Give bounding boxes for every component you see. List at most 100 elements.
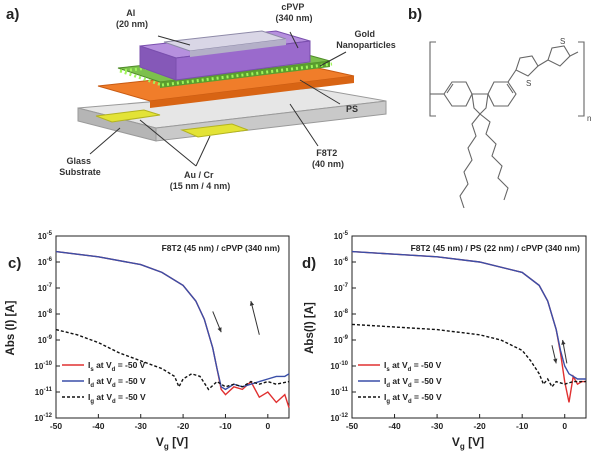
sulfur-1: S	[526, 79, 531, 88]
series-line	[55, 250, 290, 391]
series-group	[55, 250, 290, 408]
leader-cpvp	[289, 31, 299, 49]
legend-entry: Id at Vd = -50 V	[88, 376, 146, 389]
label-gold-nanoparticles: Gold Nanoparticles	[336, 29, 396, 50]
series-line	[55, 328, 290, 391]
f8t2-structure: b) n S S	[408, 6, 591, 209]
legend-entry: Is at Vd = -50 V	[88, 360, 146, 373]
x-tick-label: -20	[177, 421, 190, 431]
leader-f8t2	[289, 103, 319, 147]
sweep-arrowhead	[553, 358, 558, 364]
panel-label-c: c)	[8, 255, 21, 272]
label-cpvp: cPVP (340 nm)	[275, 2, 312, 23]
label-al: Al (20 nm)	[116, 8, 148, 29]
y-tick-label: 10-5	[334, 231, 349, 241]
y-tick-label: 10-7	[38, 283, 53, 293]
label-f8t2: F8T2 (40 nm)	[312, 148, 344, 169]
x-tick-label: -50	[346, 421, 359, 431]
sweep-arrowhead	[561, 340, 566, 345]
y-tick-label: 10-11	[35, 387, 53, 397]
y-tick-label: 10-6	[334, 257, 349, 267]
plot-frame	[351, 235, 587, 419]
x-tick-label: -40	[388, 421, 401, 431]
y-tick-label: 10-8	[334, 309, 349, 319]
sweep-arrow	[250, 300, 260, 335]
fluorene-ring-right	[487, 81, 517, 107]
octyl-chain-1	[459, 113, 481, 209]
legend-entry: Is at Vd = -50 V	[384, 360, 442, 373]
legend-entry: Ig at Vd = -50 V	[88, 392, 146, 405]
label-glass-substrate: Glass Substrate	[59, 156, 101, 177]
leader-aucr-left	[139, 119, 197, 167]
x-axis-label: Vg [V]	[156, 435, 188, 451]
label-ps: PS	[346, 104, 358, 114]
y-tick-label: 10-9	[38, 335, 53, 345]
leader-al	[157, 35, 191, 46]
f8t2-layer-front	[150, 76, 354, 108]
repeat-unit-n: n	[587, 114, 591, 123]
leader-glass	[89, 127, 121, 155]
bracket-left	[429, 41, 436, 117]
thiophene-1	[515, 55, 539, 77]
y-tick-label: 10-6	[38, 257, 53, 267]
x-tick-label: -30	[431, 421, 444, 431]
y-tick-label: 10-8	[38, 309, 53, 319]
x-tick-label: -50	[50, 421, 63, 431]
x-axis-label: Vg [V]	[452, 435, 484, 451]
plot-frame	[55, 235, 290, 419]
y-tick-label: 10-9	[334, 335, 349, 345]
series-line	[351, 250, 586, 380]
chart-d: d) F8T2 (45 nm) / PS (22 nm) / cPVP (340…	[302, 231, 587, 451]
y-tick-label: 10-10	[34, 361, 52, 371]
device-schematic: a) Al	[6, 2, 396, 191]
leader-aucr-right	[195, 135, 211, 167]
series-line	[351, 323, 586, 389]
x-tick-label: 0	[562, 421, 567, 431]
cpvp-layer-side	[139, 45, 177, 81]
double-bond-1	[446, 83, 454, 94]
series-group	[351, 250, 586, 403]
x-tick-label: 0	[265, 421, 270, 431]
legend-entry: Id at Vd = -50 V	[384, 376, 442, 389]
al-electrode-front	[190, 39, 286, 57]
y-tick-label: 10-12	[34, 413, 52, 423]
leader-gold	[319, 51, 347, 67]
gold-nanoparticles-front	[161, 62, 333, 87]
legend: Is at Vd = -50 V Id at Vd = -50 V Ig at Vd…	[358, 360, 442, 405]
y-tick-label: 10-11	[331, 387, 349, 397]
electrode-left	[95, 109, 161, 123]
x-tick-label: -40	[92, 421, 105, 431]
bracket-right	[578, 41, 585, 117]
panel-label-b: b)	[408, 6, 422, 23]
y-tick-label: 10-7	[334, 283, 349, 293]
y-tick-label: 10-5	[38, 231, 53, 241]
axis-ticks: -50 -40 -30 -20 -10 0 10-12 10-11 10-10 10-9 10-8 1…	[330, 231, 567, 431]
double-bond-2	[506, 83, 514, 94]
bond-thiophene-link	[537, 59, 549, 67]
x-tick-label: -10	[516, 421, 529, 431]
sweep-arrowhead	[217, 327, 222, 333]
y-axis-label: Abs (I) [A]	[5, 300, 17, 355]
y-axis-label: Abs(I) [A]	[304, 302, 316, 354]
y-tick-label: 10-12	[330, 413, 348, 423]
y-tick-label: 10-10	[330, 361, 348, 371]
electrode-right	[180, 123, 249, 138]
panel-label-d: d)	[302, 255, 316, 272]
sulfur-2: S	[560, 37, 565, 46]
chart-c: c) F8T2 (45 nm) / cPVP (340 nm) -50-40-3…	[5, 231, 290, 451]
leader-ps	[299, 79, 341, 105]
octyl-chain-2	[479, 113, 509, 201]
thiophene-2	[547, 45, 571, 67]
chart-title: F8T2 (45 nm) / PS (22 nm) / cPVP (340 nm…	[411, 243, 581, 253]
label-au-cr: Au / Cr (15 nm / 4 nm)	[170, 170, 231, 191]
x-tick-label: -10	[219, 421, 232, 431]
panel-label-a: a)	[6, 6, 19, 23]
bond-right	[569, 51, 579, 57]
legend-entry: Ig at Vd = -50 V	[384, 392, 442, 405]
x-tick-label: -20	[473, 421, 486, 431]
fluorene-ring-left	[443, 81, 473, 107]
fluorene-ring-five	[471, 93, 489, 115]
bond-to-thiophene	[507, 69, 517, 83]
